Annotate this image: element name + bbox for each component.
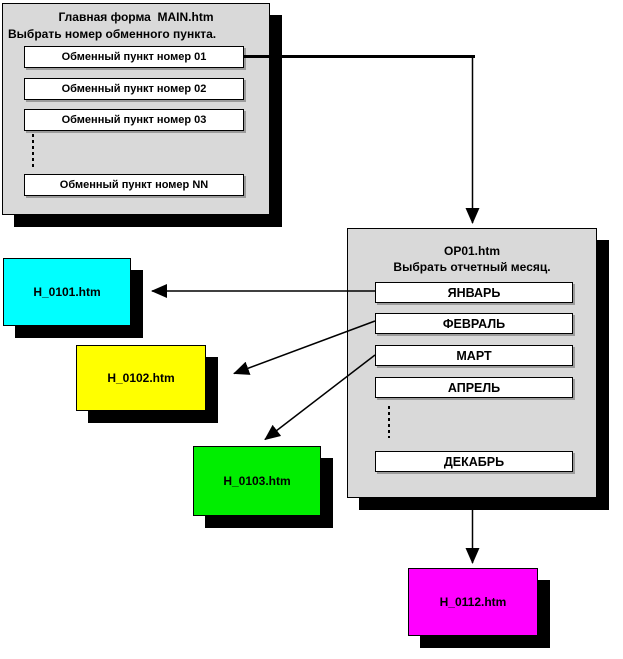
main-form-panel: Главная форма MAIN.htm Выбрать номер обм… — [2, 3, 270, 215]
report-page-h0102-label: H_0102.htm — [107, 371, 175, 385]
report-page-h0101-label: H_0101.htm — [33, 285, 101, 299]
main-form-title: Главная форма MAIN.htm — [58, 10, 214, 24]
month-button-january[interactable]: ЯНВАРЬ — [375, 282, 573, 303]
month-button-april[interactable]: АПРЕЛЬ — [375, 377, 573, 398]
exchange-point-button-01[interactable]: Обменный пункт номер 01 — [24, 46, 244, 68]
report-page-h0102: H_0102.htm — [76, 345, 206, 411]
report-page-h0112: H_0112.htm — [408, 568, 538, 636]
report-page-h0103-label: H_0103.htm — [223, 474, 291, 488]
main-ellipsis-dots — [32, 134, 34, 169]
exchange-point-button-nn[interactable]: Обменный пункт номер NN — [24, 174, 244, 196]
op01-ellipsis-dots — [388, 406, 390, 438]
month-button-february[interactable]: ФЕВРАЛЬ — [375, 313, 573, 334]
exchange-point-button-03[interactable]: Обменный пункт номер 03 — [24, 109, 244, 131]
report-page-h0103: H_0103.htm — [193, 446, 321, 516]
main-form-instruction: Выбрать номер обменного пункта. — [8, 27, 217, 41]
report-page-h0101: H_0101.htm — [3, 258, 131, 326]
op01-title: OP01.htm — [443, 244, 500, 258]
op01-instruction: Выбрать отчетный месяц. — [393, 260, 551, 274]
month-button-december[interactable]: ДЕКАБРЬ — [375, 451, 573, 472]
month-button-march[interactable]: МАРТ — [375, 345, 573, 366]
exchange-point-button-02[interactable]: Обменный пункт номер 02 — [24, 78, 244, 100]
op01-form-panel: OP01.htm Выбрать отчетный месяц. ЯНВАРЬ … — [347, 228, 597, 498]
report-page-h0112-label: H_0112.htm — [439, 595, 507, 609]
